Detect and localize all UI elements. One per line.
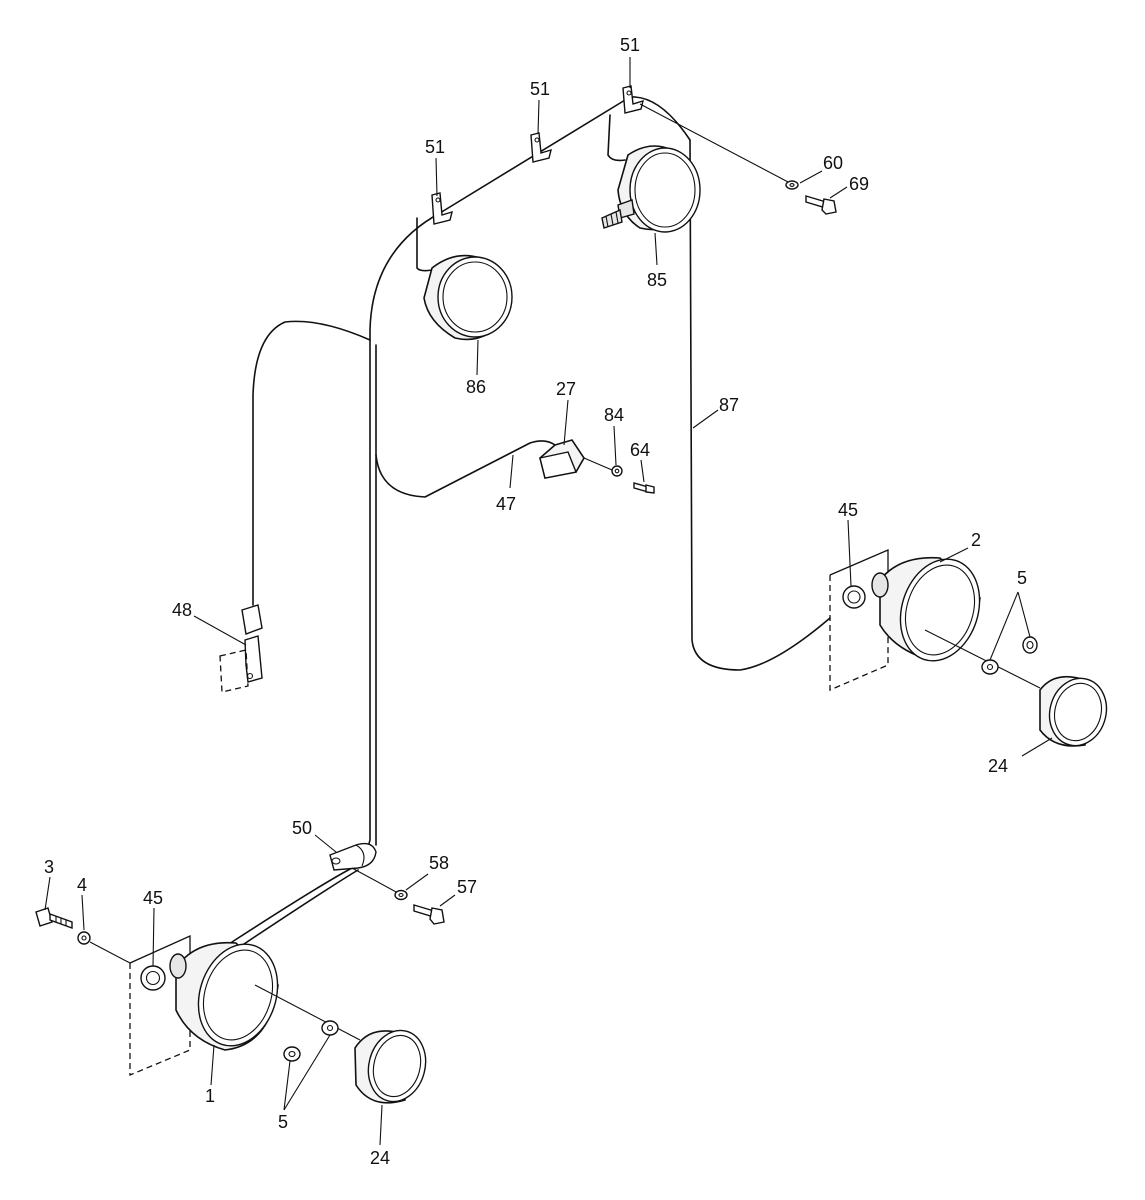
callout-64: 64: [630, 440, 650, 460]
callout-45-left: 45: [143, 888, 163, 908]
clamp-50: [329, 842, 377, 871]
lamp-27: [539, 439, 613, 479]
callout-labels: 51 51 51 60 69 85 86 87 27 84 64 47 45 2…: [44, 35, 1027, 1168]
washer-5-left-b: [283, 1046, 301, 1062]
lamp-86: [423, 254, 513, 341]
screw-64: [633, 482, 655, 494]
callout-45-right: 45: [838, 500, 858, 520]
washer-4: [77, 931, 91, 945]
washer-84: [611, 465, 623, 477]
callout-47: 47: [496, 494, 516, 514]
callout-24-right: 24: [988, 756, 1008, 776]
callout-51-right: 51: [620, 35, 640, 55]
screw-69: [805, 195, 837, 215]
callout-85: 85: [647, 270, 667, 290]
callout-51-middle: 51: [530, 79, 550, 99]
grommet-45-right: [842, 585, 866, 609]
callout-84: 84: [604, 405, 624, 425]
callout-58: 58: [429, 853, 449, 873]
callout-87: 87: [719, 395, 739, 415]
callout-86: 86: [466, 377, 486, 397]
lens-24-left: [354, 1029, 427, 1104]
washer-60: [785, 180, 799, 190]
callout-5-right: 5: [1017, 568, 1027, 588]
washer-5-right-a: [981, 659, 999, 675]
washer-58: [394, 889, 408, 901]
lamp-2: [871, 556, 981, 662]
screw-3: [35, 907, 73, 929]
callout-27: 27: [556, 379, 576, 399]
lens-24-right: [1039, 675, 1108, 747]
callout-50: 50: [292, 818, 312, 838]
callout-51-left: 51: [425, 137, 445, 157]
lamp-1: [169, 941, 279, 1051]
callout-69: 69: [849, 174, 869, 194]
washer-5-right-b: [1022, 636, 1038, 654]
bracket-51-middle: [530, 132, 552, 163]
callout-57: 57: [457, 877, 477, 897]
bracket-51-right: [622, 85, 644, 114]
lamp-85: [601, 145, 701, 233]
callout-5-left: 5: [278, 1112, 288, 1132]
wiring-harness: [231, 96, 831, 949]
bracket-51-left: [431, 192, 453, 225]
grommet-45-left: [140, 965, 166, 991]
washer-5-left-a: [321, 1020, 339, 1036]
leader-lines: [44, 57, 1053, 1146]
callout-24-left: 24: [370, 1148, 390, 1168]
connector-48: [219, 604, 263, 693]
callout-60: 60: [823, 153, 843, 173]
callout-4: 4: [77, 875, 87, 895]
screw-57: [413, 904, 445, 925]
callout-3: 3: [44, 857, 54, 877]
callout-2: 2: [971, 530, 981, 550]
callout-1: 1: [205, 1086, 215, 1106]
callout-48: 48: [172, 600, 192, 620]
